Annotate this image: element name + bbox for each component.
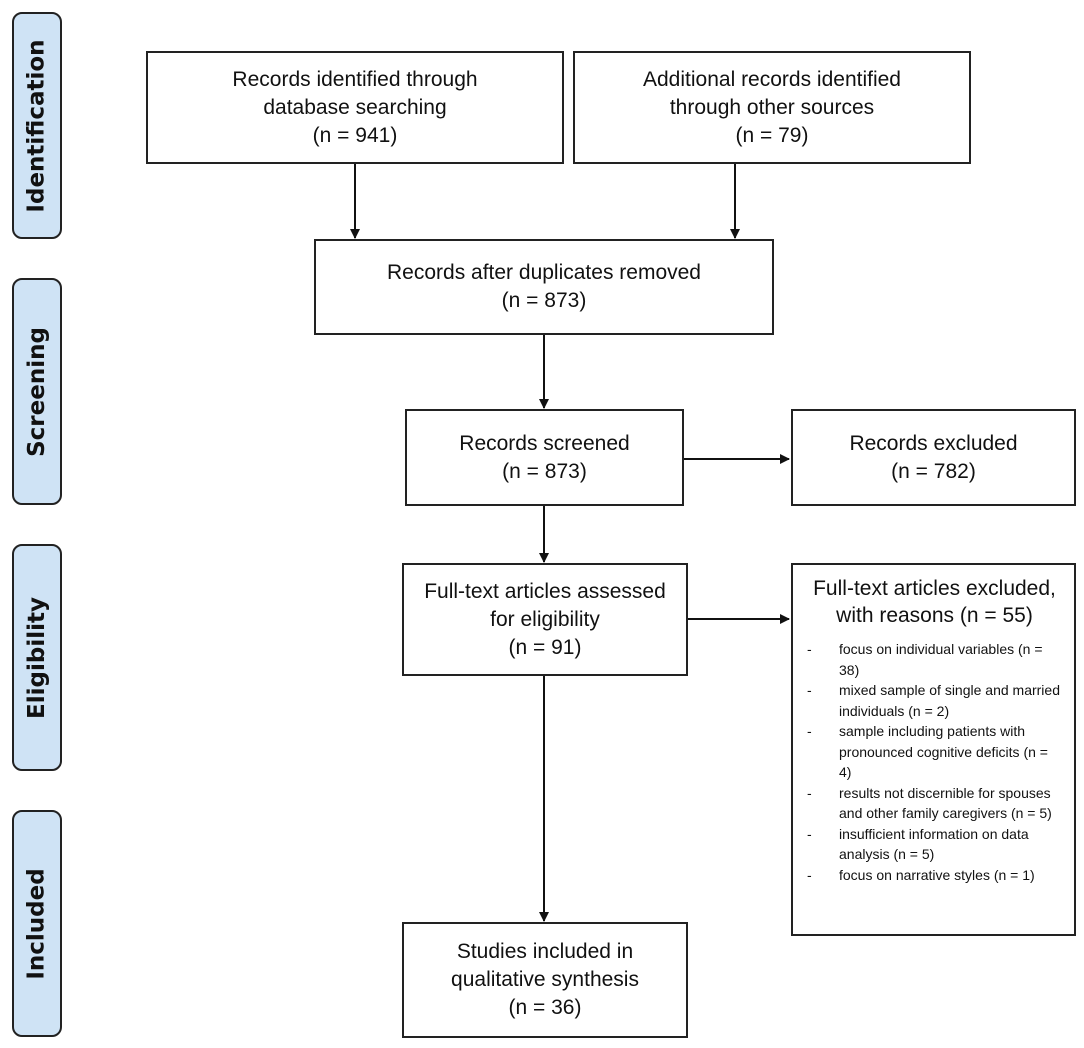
studies-included-box: Studies included in qualitative synthesi… [402,922,688,1038]
phase-included: Included [12,810,62,1037]
duplicates-removed-box: Records after duplicates removed (n = 87… [314,239,774,335]
database-records-box: Records identified through database sear… [146,51,564,164]
records-screened-count: (n = 873) [502,459,587,483]
phase-eligibility: Eligibility [12,544,62,771]
database-records-line1: Records identified through [232,67,478,91]
records-excluded-line1: Records excluded [849,431,1018,455]
fulltext-assessed-line1: Full-text articles assessed [424,579,666,603]
fulltext-assessed-count: (n = 91) [508,635,582,659]
other-sources-count: (n = 79) [735,123,809,147]
records-screened-line1: Records screened [459,431,630,455]
database-records-count: (n = 941) [312,123,398,147]
studies-included-line1: Studies included in [456,940,634,963]
duplicates-removed-count: (n = 873) [501,289,587,312]
exclusion-reason: focus on narrative styles (n = 1) [807,865,1062,886]
phase-screening: Screening [12,278,62,505]
other-sources-box: Additional records identified through ot… [573,51,971,164]
exclusion-reason: insufficient information on data analysi… [807,824,1062,865]
fulltext-assessed-box: Full-text articles assessed for eligibil… [402,563,688,676]
fulltext-excluded-title1: Full-text articles excluded, [813,577,1056,600]
exclusion-reason: mixed sample of single and married indiv… [807,680,1062,721]
studies-included-count: (n = 36) [508,996,582,1019]
database-records-line2: database searching [263,95,447,119]
other-sources-line1: Additional records identified [643,67,901,91]
fulltext-excluded-box: Full-text articles excluded, with reason… [791,563,1076,936]
records-screened-box: Records screened (n = 873) [405,409,684,506]
other-sources-line2: through other sources [669,95,875,119]
studies-included-line2: qualitative synthesis [451,968,639,991]
exclusion-reason: focus on individual variables (n = 38) [807,639,1062,680]
records-excluded-box: Records excluded (n = 782) [791,409,1076,506]
fulltext-excluded-title2: with reasons (n = 55) [836,604,1033,627]
duplicates-removed-line1: Records after duplicates removed [387,261,701,284]
fulltext-assessed-line2: for eligibility [490,607,600,631]
records-excluded-count: (n = 782) [891,459,976,483]
phase-identification: Identification [12,12,62,239]
exclusion-reason: results not discernible for spouses and … [807,783,1062,824]
exclusion-reason: sample including patients with pronounce… [807,721,1062,783]
exclusion-reasons-list: focus on individual variables (n = 38) m… [807,639,1062,885]
